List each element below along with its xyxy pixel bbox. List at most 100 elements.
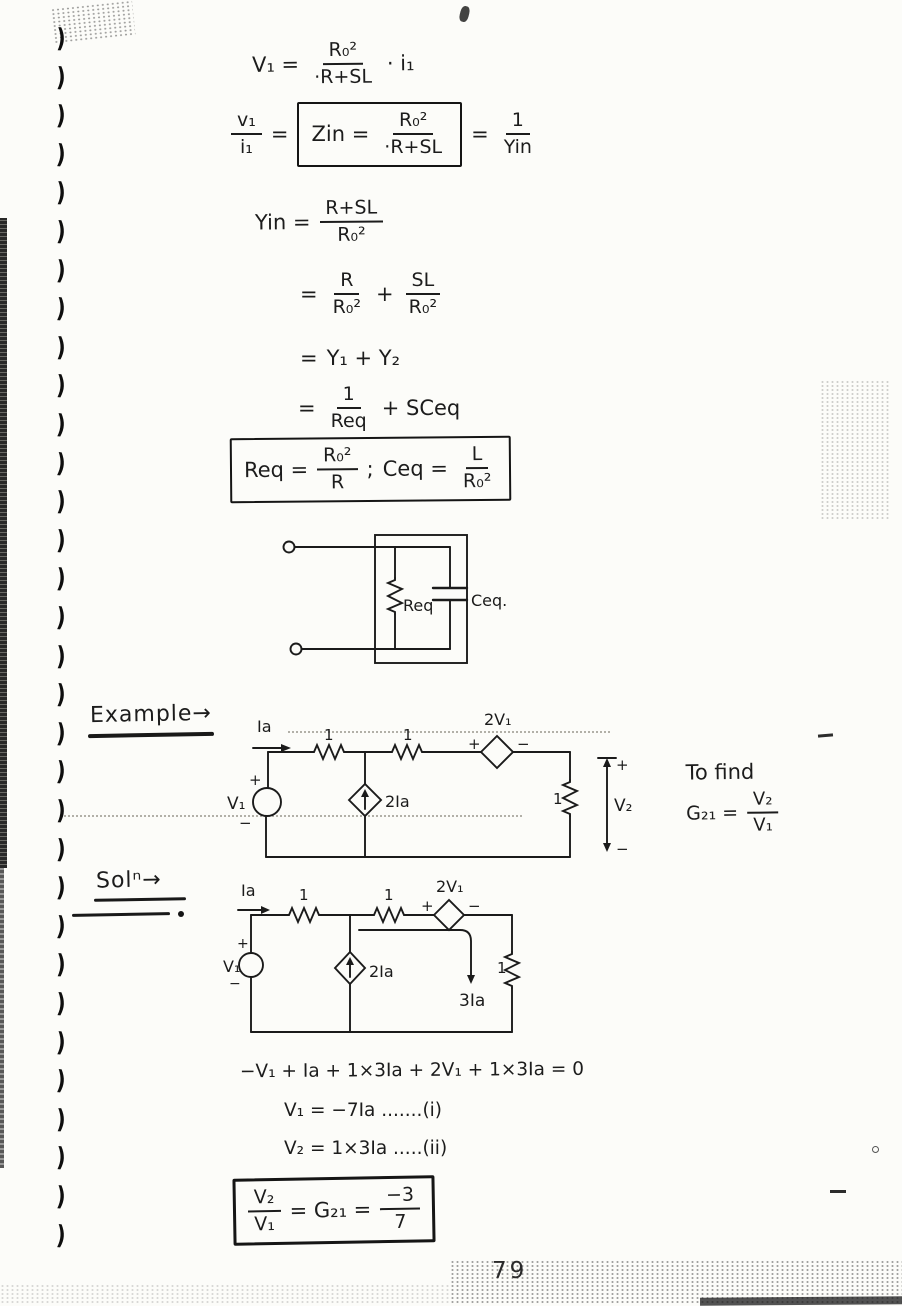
plus-sign: + [376, 282, 394, 307]
polarity-plus: + [249, 771, 262, 789]
arrowhead [261, 906, 270, 914]
binding-hole-mark: ) [55, 371, 67, 402]
arrowhead [603, 758, 611, 767]
final-result-box: V₂ V₁ = G₂₁ = −3 7 [232, 1175, 436, 1246]
kvl-equation: −V₁ + Ia + 1×3Ia + 2V₁ + 1×3Ia = 0 [239, 1058, 585, 1083]
separator: ; [366, 457, 374, 482]
current-label: Ia [257, 717, 272, 736]
r2-label: 1 [384, 886, 394, 904]
polarity-plus: + [237, 936, 249, 952]
req-ceq-result-box: Req = R₀² R ; Ceq = L R₀² [229, 435, 512, 503]
binding-hole-mark: ) [55, 23, 66, 55]
binding-hole-mark: ) [55, 1027, 67, 1058]
dependent-voltage-source-icon [432, 898, 466, 932]
resistor-icon [309, 742, 348, 762]
binding-hole-mark: ) [55, 293, 67, 325]
r1-label: 1 [324, 726, 334, 744]
polarity-minus: − [229, 976, 241, 992]
fraction: 1 Yin [503, 109, 532, 159]
polarity-plus: + [616, 756, 629, 774]
branch-current-arrow [358, 929, 472, 979]
resistor-icon [502, 951, 522, 989]
binding-hole-mark: ) [55, 486, 66, 518]
dep-voltage-label: 2V₁ [484, 710, 512, 729]
fraction: v₁ i₁ [231, 109, 262, 159]
ruled-line-trace-2 [64, 815, 522, 817]
binding-hole-mark: ) [55, 602, 67, 634]
objective-text: To find [685, 759, 755, 785]
fraction: R R₀² [332, 269, 362, 319]
fraction: V₂ V₁ [746, 788, 779, 836]
binding-hole-mark: ) [55, 564, 67, 595]
eq-rhs: · i₁ [386, 51, 415, 76]
zin-result-box: Zin = R₀² ·R+SL [297, 102, 463, 167]
binding-hole-mark: ) [55, 872, 67, 904]
dependent-current-source-icon [347, 782, 383, 818]
g21-lhs: G₂₁ = [686, 802, 739, 825]
branch-current-label: 3Ia [459, 991, 485, 1011]
equals-sign: = [471, 122, 489, 147]
terminal-bottom-icon [289, 642, 303, 656]
eq-rhs: Y₁ + Y₂ [326, 346, 401, 370]
dep-current-label: 2Ia [369, 962, 394, 981]
equivalent-circuit-diagram: Req Ceq. [282, 534, 507, 664]
binding-hole-mark: ) [55, 1220, 67, 1252]
resistor-icon [560, 779, 580, 817]
solution-heading: Solⁿ→ [95, 867, 162, 894]
polarity-minus: − [239, 814, 252, 832]
dependent-current-source-icon [333, 950, 367, 986]
scan-noise-bottom-left [0, 1284, 450, 1305]
dependent-voltage-source-icon [479, 734, 515, 770]
capacitor-icon [431, 586, 469, 602]
binding-hole-mark: ) [55, 178, 66, 209]
polarity-minus: − [468, 897, 481, 915]
fraction: R+SL R₀² [319, 196, 384, 246]
equation-ii: V₂ = 1×3Ia .....(ii) [284, 1138, 448, 1159]
terminal-top-icon [282, 540, 296, 554]
load-label: 1 [497, 959, 507, 977]
scan-edge-strip-lower [0, 868, 4, 1168]
binding-hole-mark: ) [55, 100, 67, 132]
eq-lhs: V₁ = [251, 52, 300, 78]
equation-i: V₁ = −7Ia .......(i) [284, 1100, 443, 1121]
binding-hole-mark: ) [55, 641, 66, 672]
arrowhead [361, 789, 369, 797]
binding-hole-mark: ) [55, 216, 67, 248]
resistor-icon [284, 905, 323, 925]
resistor-icon [385, 577, 405, 615]
fraction: L R₀² [462, 443, 492, 493]
output-voltage-label: V₂ [614, 796, 632, 816]
equation-yin-4: = 1 Req + SCeq [298, 383, 460, 433]
equals-sign: = [300, 282, 318, 307]
polarity-minus: − [616, 840, 629, 858]
ruled-line-trace-1 [288, 731, 610, 733]
resistor-icon [387, 742, 426, 762]
box-lhs: Zin = [311, 122, 370, 147]
fraction: V₂ V₁ [247, 1186, 281, 1236]
r2-label: 1 [403, 726, 413, 744]
binding-hole-mark: ) [55, 679, 67, 711]
solution-circuit-diagram: Ia 1 1 2V₁ + − V₁ + − 2Ia 1 3Ia [223, 877, 522, 1033]
polarity-minus: − [517, 735, 530, 753]
source-label: V₁ [227, 794, 245, 814]
equation-yin-3: = Y₁ + Y₂ [300, 346, 400, 370]
scan-edge-strip [0, 218, 7, 868]
binding-hole-mark: ) [55, 525, 67, 557]
binding-hole-mark: ) [55, 448, 67, 480]
binding-hole-mark: ) [55, 1143, 67, 1174]
dep-voltage-label: 2V₁ [436, 877, 464, 896]
arrowhead [281, 744, 291, 752]
resistor-label: Req [403, 596, 433, 615]
binding-hole-mark: ) [55, 1181, 67, 1213]
fraction: R₀² R [316, 444, 358, 494]
equals-sign: = [300, 346, 318, 370]
binding-hole-mark: ) [55, 1104, 66, 1135]
arrowhead [603, 843, 611, 852]
r1-label: 1 [299, 886, 309, 904]
fraction: R₀² ·R+SL [314, 38, 373, 89]
objective-block: To find G₂₁ = V₂ V₁ [685, 759, 779, 837]
arrowhead [467, 975, 475, 984]
equation-yin-2: = R R₀² + SL R₀² [300, 269, 443, 319]
binding-hole-mark: ) [55, 332, 66, 363]
fraction: SL R₀² [403, 269, 443, 319]
